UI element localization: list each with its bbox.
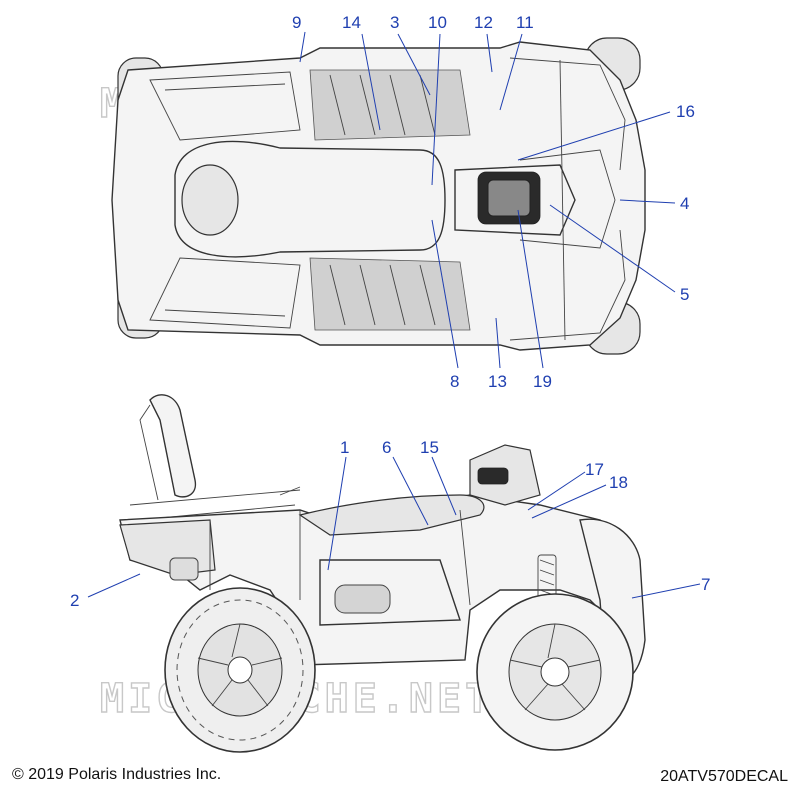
callout-10: 10 — [428, 13, 447, 32]
callout-12: 12 — [474, 13, 493, 32]
callout-7: 7 — [701, 575, 710, 594]
rear-fender — [119, 519, 216, 576]
rear-backrest-top — [181, 164, 239, 236]
leader-lines — [87, 31, 701, 599]
callout-labels: 9 14 3 10 12 11 16 4 5 8 13 19 1 6 15 17… — [70, 13, 710, 610]
passenger-backrest — [149, 394, 197, 498]
callout-18: 18 — [609, 473, 628, 492]
copyright-text: © 2019 Polaris Industries Inc. — [12, 766, 222, 783]
callout-8: 8 — [450, 372, 459, 391]
front-wheel — [476, 593, 634, 751]
callout-13: 13 — [488, 372, 507, 391]
atv-top-view — [111, 37, 646, 355]
callout-11: 11 — [516, 13, 534, 32]
callout-16: 16 — [676, 102, 695, 121]
atv-side-view — [119, 394, 646, 753]
callout-17: 17 — [585, 460, 604, 479]
callout-6: 6 — [382, 438, 391, 457]
callout-14: 14 — [342, 13, 361, 32]
seat-top — [174, 140, 446, 258]
right-footwell — [309, 257, 471, 331]
rear-wheel — [164, 587, 316, 753]
callout-1: 1 — [340, 438, 349, 457]
diagram-code: 20ATV570DECAL — [660, 768, 788, 785]
callout-3: 3 — [390, 13, 399, 32]
callout-4: 4 — [680, 194, 689, 213]
callout-5: 5 — [680, 285, 689, 304]
left-footwell — [309, 69, 471, 141]
callout-15: 15 — [420, 438, 439, 457]
callout-19: 19 — [533, 372, 552, 391]
callout-2: 2 — [70, 591, 79, 610]
callout-9: 9 — [292, 13, 301, 32]
